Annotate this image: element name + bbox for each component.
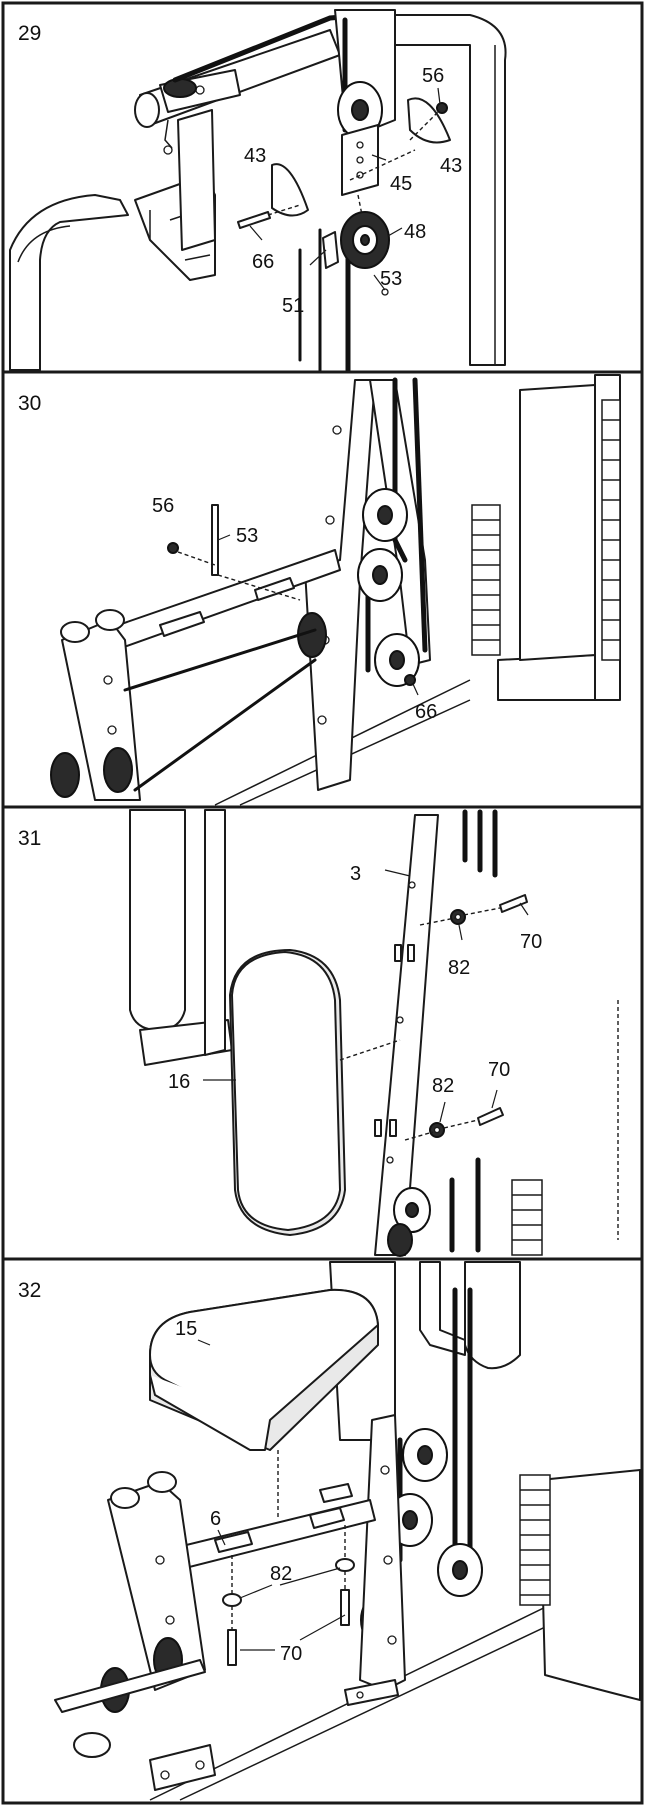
- arm-pulley: [163, 78, 197, 98]
- tube-end-cap: [134, 92, 160, 128]
- callout-70-top: 70: [520, 931, 542, 953]
- callout-53: 53: [380, 268, 402, 290]
- nut-56: [167, 542, 179, 554]
- callout-82: 82: [270, 1563, 292, 1585]
- callout-43-right: 43: [440, 155, 462, 177]
- weight-stack: [519, 1474, 551, 1606]
- weight-tower: [389, 14, 507, 366]
- callout-66: 66: [252, 251, 274, 273]
- main-upright: [304, 379, 376, 791]
- callout-53: 53: [236, 525, 258, 547]
- step-29-number: 29: [18, 22, 41, 45]
- bolt-70-top: [499, 894, 528, 913]
- callout-45: 45: [390, 173, 412, 195]
- step-30-number: 30: [18, 392, 41, 415]
- callout-15: 15: [175, 1318, 197, 1340]
- callout-82-top: 82: [448, 957, 470, 979]
- callout-48: 48: [404, 221, 426, 243]
- callout-56: 56: [422, 65, 444, 87]
- step-29-panel: 29 56 43 43 45 48 66 51 53: [1, 1, 644, 374]
- callout-3: 3: [350, 863, 361, 885]
- bolt-70-bottom: [477, 1107, 504, 1126]
- leg-roller-pad: [129, 809, 186, 1031]
- step-31-number: 31: [18, 827, 41, 850]
- callout-43-left: 43: [244, 145, 266, 167]
- step-32-panel: 32 15 6 82 70: [1, 1257, 644, 1805]
- step-29-frame: [1, 1, 644, 374]
- callout-56: 56: [152, 495, 174, 517]
- callout-66: 66: [415, 701, 437, 723]
- step-32-number: 32: [18, 1279, 41, 1302]
- callout-70: 70: [280, 1643, 302, 1665]
- washer-82-left: [222, 1593, 242, 1607]
- bolt-70-left: [227, 1629, 237, 1666]
- washer-82-right: [335, 1558, 355, 1572]
- tower-base: [539, 1469, 641, 1701]
- step-31-panel: 31 3 70 82 16 82 70: [1, 805, 644, 1261]
- foot-tube: [54, 1659, 206, 1713]
- upright-post: [177, 109, 216, 251]
- cover-plate-43-left: [271, 163, 309, 217]
- bolt-66: [237, 211, 271, 229]
- cover-plate-43-right: [407, 97, 451, 144]
- step-30-panel: 30 56 53 66: [1, 370, 644, 809]
- tower-cover: [519, 384, 596, 661]
- callout-16: 16: [168, 1071, 190, 1093]
- callout-82-bottom: 82: [432, 1075, 454, 1097]
- nut-56: [436, 102, 448, 114]
- callout-51: 51: [282, 295, 304, 317]
- cable-trap-51: [322, 231, 339, 269]
- weight-stack: [471, 399, 621, 661]
- weight-stack: [511, 1179, 543, 1256]
- bolt-66: [404, 674, 416, 686]
- callout-6: 6: [210, 1508, 221, 1530]
- callout-70-bottom: 70: [488, 1059, 510, 1081]
- roller-pad-top: [464, 1261, 521, 1370]
- bolt-70-right: [340, 1589, 350, 1626]
- bench-frame-curve: [9, 194, 129, 371]
